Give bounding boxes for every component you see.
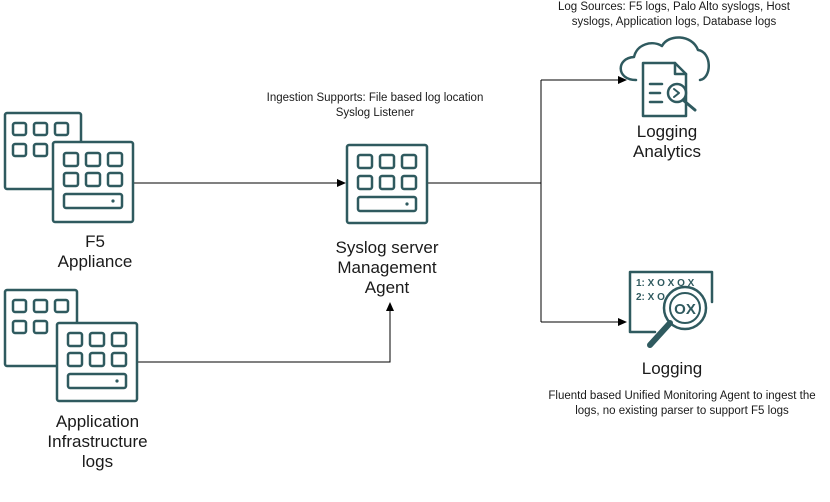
log-sources-line2: syslogs, Application logs, Database logs <box>571 16 777 28</box>
ingestion-note-line2: Syslog Listener <box>335 107 415 119</box>
log-sources-line1: Log Sources: F5 logs, Palo Alto syslogs,… <box>557 1 791 13</box>
app-label-line2: Infrastructure <box>47 432 148 451</box>
syslog-label-line3: Agent <box>364 278 410 297</box>
fluentd-note-line1: Fluentd based Unified Monitoring Agent t… <box>548 390 816 402</box>
fluentd-note: Fluentd based Unified Monitoring Agent t… <box>536 389 828 419</box>
ingestion-note: Ingestion Supports: File based log locat… <box>245 91 505 121</box>
app-label-line1: Application <box>55 412 140 431</box>
logging-icon-row1: 1: X O X O X <box>636 278 695 289</box>
logging-icon-row2: 2: X O <box>636 292 665 303</box>
logging-label-line1: Logging <box>641 359 703 378</box>
ingestion-note-line1: Ingestion Supports: File based log locat… <box>266 92 484 104</box>
syslog-server-label: Syslog server Management Agent <box>322 238 452 298</box>
f5-label-line1: F5 <box>85 232 105 251</box>
f5-server-icon-front <box>51 140 135 224</box>
logging-icon-magnifier-text: OX <box>674 301 696 318</box>
cloud-document-search-icon <box>619 36 710 118</box>
app-infra-label: Application Infrastructure logs <box>30 412 165 472</box>
syslog-label-line1: Syslog server <box>335 238 439 257</box>
f5-appliance-label: F5 Appliance <box>40 232 150 272</box>
f5-label-line2: Appliance <box>57 252 133 271</box>
app-server-icon-front <box>55 321 139 403</box>
app-label-line3: logs <box>81 452 114 471</box>
logging-analytics-label: Logging Analytics <box>612 122 722 162</box>
connector-app-to-syslog <box>137 302 394 363</box>
fluentd-note-line2: logs, no existing parser to support F5 l… <box>575 405 789 417</box>
log-sources-note: Log Sources: F5 logs, Palo Alto syslogs,… <box>528 0 820 30</box>
magnifier-search-icon: 1: X O X O X 2: X O OX <box>628 270 714 348</box>
connector-syslog-to-destinations <box>428 76 627 326</box>
analytics-label-line1: Logging <box>636 122 698 141</box>
syslog-label-line2: Management <box>337 258 437 277</box>
analytics-label-line2: Analytics <box>632 142 702 161</box>
logging-label: Logging <box>617 359 727 379</box>
syslog-server-icon <box>345 143 429 225</box>
